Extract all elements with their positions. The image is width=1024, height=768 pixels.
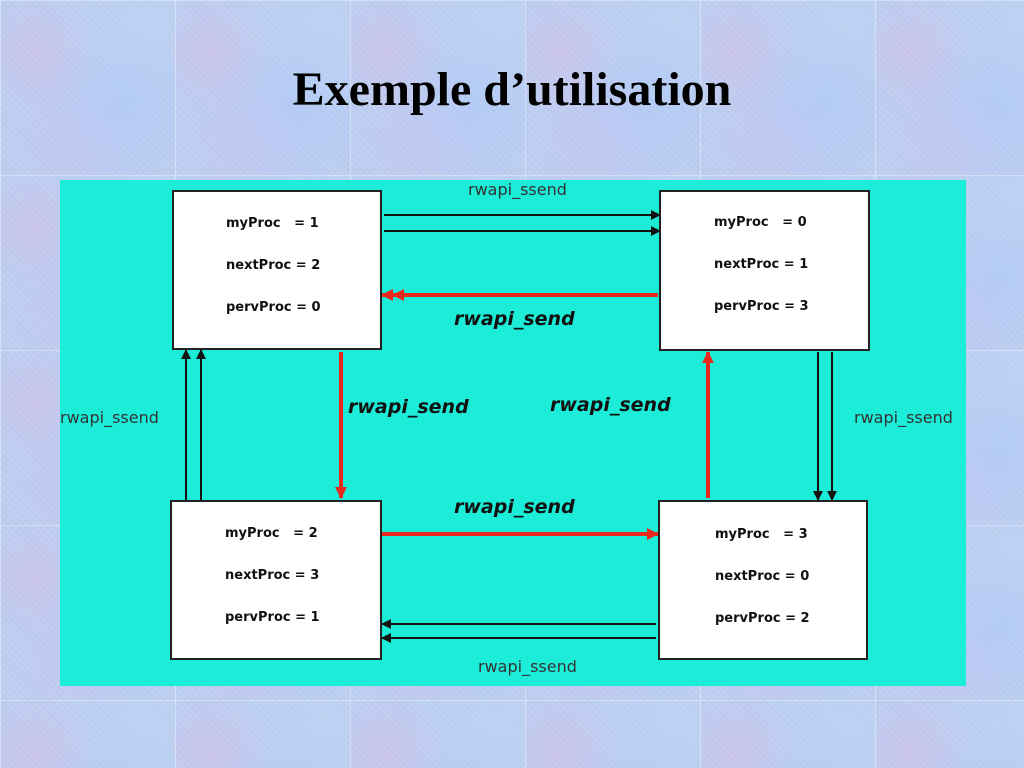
perv-proc-value: pervProc = 0 — [226, 300, 321, 315]
left-send-label: rwapi_send — [348, 396, 469, 418]
perv-proc-value: pervProc = 1 — [225, 610, 320, 625]
next-proc-value: nextProc = 1 — [714, 257, 809, 272]
process-box-top-left: myProc = 1 nextProc = 2 pervProc = 0 — [172, 190, 382, 350]
process-box-bottom-right: myProc = 3 nextProc = 0 pervProc = 2 — [658, 500, 868, 660]
process-box-top-right: myProc = 0 nextProc = 1 pervProc = 3 — [659, 190, 870, 351]
right-send-label: rwapi_send — [550, 394, 671, 416]
perv-proc-value: pervProc = 3 — [714, 299, 809, 314]
perv-proc-value: pervProc = 2 — [715, 611, 810, 626]
my-proc-value: myProc = 3 — [715, 527, 808, 542]
process-box-bottom-left: myProc = 2 nextProc = 3 pervProc = 1 — [170, 500, 382, 660]
next-proc-value: nextProc = 3 — [225, 568, 320, 583]
process-ring-diagram: myProc = 1 nextProc = 2 pervProc = 0 myP… — [60, 180, 966, 686]
top-send-label: rwapi_send — [454, 308, 575, 330]
next-proc-value: nextProc = 2 — [226, 258, 321, 273]
next-proc-value: nextProc = 0 — [715, 569, 810, 584]
my-proc-value: myProc = 0 — [714, 215, 807, 230]
left-ssend-label: rwapi_ssend — [60, 408, 159, 427]
diagram-arrows — [181, 210, 837, 643]
top-send-arrowhead-extra — [392, 289, 404, 301]
slide-title: Exemple d’utilisation — [292, 63, 732, 116]
top-ssend-label: rwapi_ssend — [468, 180, 567, 199]
bottom-send-label: rwapi_send — [454, 496, 575, 518]
my-proc-value: myProc = 2 — [225, 526, 318, 541]
right-ssend-label: rwapi_ssend — [854, 408, 953, 427]
bottom-ssend-label: rwapi_ssend — [478, 657, 577, 676]
my-proc-value: myProc = 1 — [226, 216, 319, 231]
